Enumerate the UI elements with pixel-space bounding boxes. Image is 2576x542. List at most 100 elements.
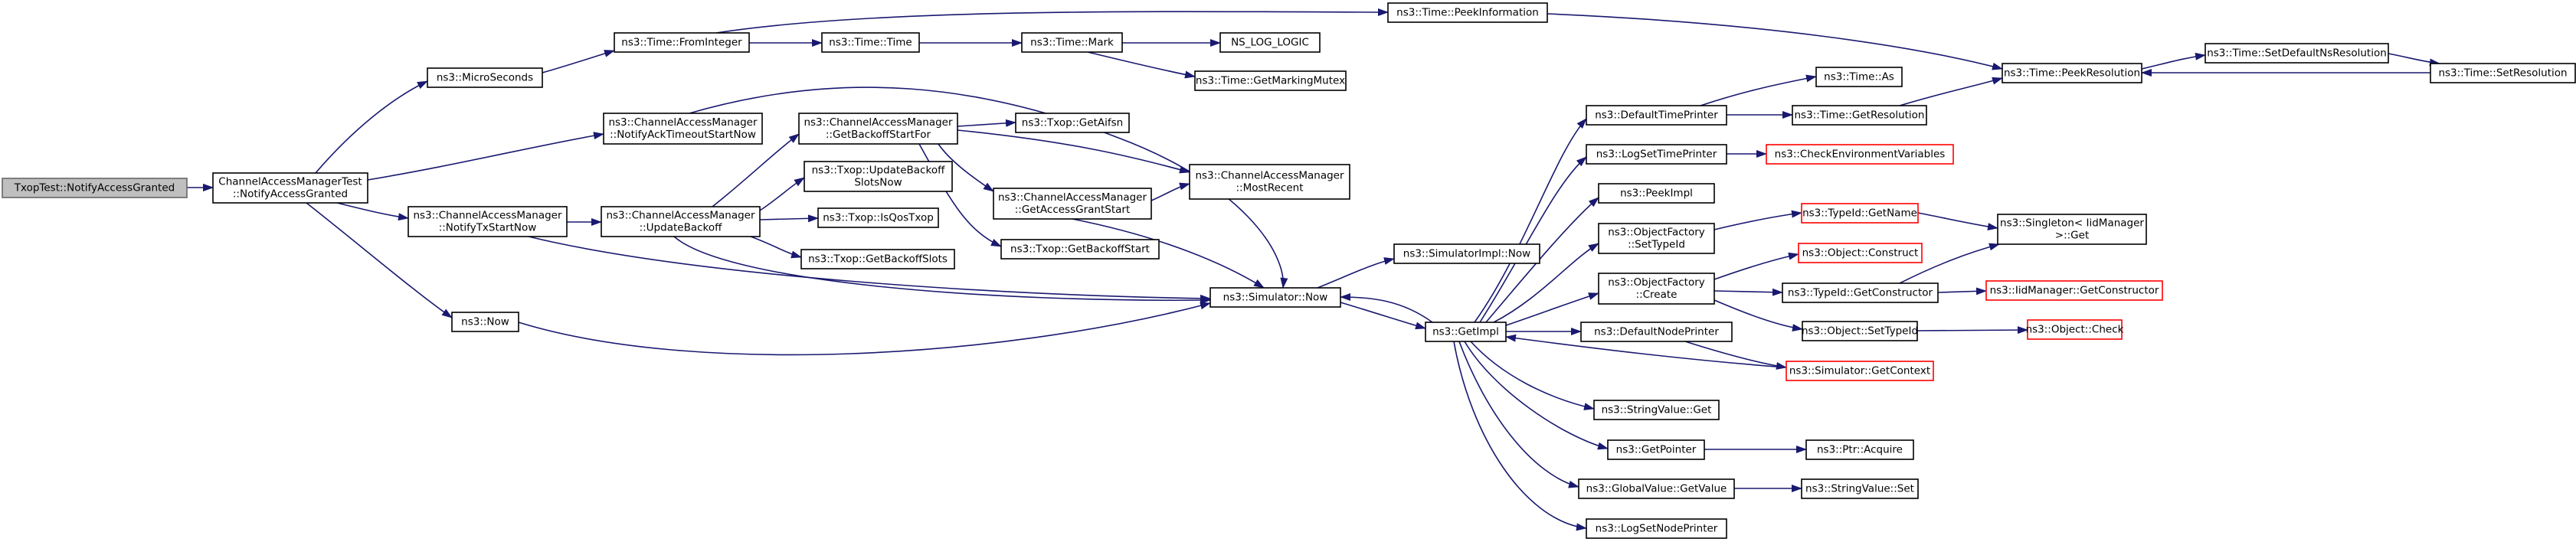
node-label: ns3::Time::PeekInformation [1396,7,1539,19]
node-simnow[interactable]: ns3::Simulator::Now [1209,287,1341,308]
call-edge-camt-to-txstart [336,202,409,221]
node-box [1015,113,1130,133]
call-edge-micro-to-fromint [542,50,615,73]
node-mark[interactable]: ns3::Time::Mark [1021,32,1123,53]
node-tidgetctor[interactable]: ns3::TypeId::GetConstructor [1782,282,1939,303]
node-aifsn[interactable]: ns3::Txop::GetAifsn [1015,113,1130,133]
node-timegetres[interactable]: ns3::Time::GetResolution [1792,105,1927,126]
node-label: ns3::StringValue::Set [1805,483,1914,495]
node-defnp[interactable]: ns3::DefaultNodePrinter [1580,322,1733,342]
node-label: ns3::DefaultTimePrinter [1595,109,1718,122]
node-peekinfo[interactable]: ns3::Time::PeekInformation [1387,2,1548,23]
node-mostrecent[interactable]: ns3::ChannelAccessManager::MostRecent [1189,164,1350,200]
node-label: ns3::LogSetTimePrinter [1596,149,1717,161]
node-label: ns3::Object::Construct [1802,247,1919,260]
node-gvget[interactable]: ns3::GlobalValue::GetValue [1578,478,1735,499]
node-ackto[interactable]: ns3::ChannelAccessManager::NotifyAckTime… [603,113,763,145]
node-label: ns3::Time::Mark [1030,37,1114,49]
node-label: ns3::TypeId::GetConstructor [1788,287,1933,299]
node-label: ns3::TypeId::GetName [1802,207,1917,220]
node-ofsettid[interactable]: ns3::ObjectFactory::SetTypeId [1598,223,1715,254]
node-getimpl[interactable]: ns3::GetImpl [1425,322,1507,342]
node-iidgetctor[interactable]: ns3::IidManager::GetConstructor [1985,280,2163,301]
node-box [1586,144,1727,165]
node-checkenv[interactable]: ns3::CheckEnvironmentVariables [1766,144,1954,165]
call-edge-simnow-to-getimpl [1340,302,1426,330]
node-box [1792,105,1927,126]
node-label: ChannelAccessManagerTest [218,176,362,188]
call-edge-getbsf-to-aifsn [957,119,1016,127]
node-box [614,32,750,53]
call-edge-updbo-to-simnow [673,236,1211,305]
call-edge-getimpl-to-gvget [1458,341,1579,488]
node-ofcreate[interactable]: ns3::ObjectFactory::Create [1598,273,1715,305]
node-logstp[interactable]: ns3::LogSetTimePrinter [1586,144,1727,165]
node-label: ::NotifyTxStartNow [439,222,537,234]
node-label: ns3::Ptr::Acquire [1817,444,1903,456]
node-box [821,32,920,53]
call-edge-tidgetname-to-singleton [1917,212,1998,230]
node-logsnp[interactable]: ns3::LogSetNodePrinter [1586,518,1727,539]
node-nslog[interactable]: NS_LOG_LOGIC [1219,32,1321,53]
call-edge-camt-to-ackto [367,132,604,181]
node-timeas[interactable]: ns3::Time::As [1815,67,1903,87]
node-deftp[interactable]: ns3::DefaultTimePrinter [1586,105,1727,126]
node-getbsf[interactable]: ns3::ChannelAccessManager::GetBackoffSta… [798,113,958,145]
call-edge-updbo-to-isqos [759,214,819,223]
node-box [1021,32,1123,53]
node-updbo[interactable]: ns3::ChannelAccessManager::UpdateBackoff [601,206,761,237]
node-box [1802,321,1918,341]
call-edge-getimpl-to-ofsettid [1493,243,1599,323]
node-simimplnow[interactable]: ns3::SimulatorImpl::Now [1393,243,1540,264]
node-label: ns3::ChannelAccessManager [1195,170,1344,182]
call-edge-getimpl-to-ofcreate [1505,292,1599,326]
node-ptracquire[interactable]: ns3::Ptr::Acquire [1805,439,1914,460]
call-edge-gags-to-simnow [1072,218,1265,289]
node-getbos[interactable]: ns3::Txop::GetBackoffSlots [800,249,955,269]
call-edge-ofcreate-to-tidgetctor [1714,288,1783,296]
node-setdefns[interactable]: ns3::Time::SetDefaultNsResolution [2204,43,2389,64]
node-setres[interactable]: ns3::Time::SetResolution [2430,63,2576,83]
node-root[interactable]: TxopTest::NotifyAccessGranted [2,178,188,198]
node-label: ns3::ChannelAccessManager [608,116,758,129]
node-box [1997,214,2147,245]
call-edge-simgetctx-to-getimpl [1505,334,1787,368]
call-edge-getimpl-to-simnow [1340,293,1433,323]
node-getbostart[interactable]: ns3::Txop::GetBackoffStart [1000,239,1160,260]
node-strvset[interactable]: ns3::StringValue::Set [1801,478,1919,499]
node-label: ::GetAccessGrantStart [1015,204,1130,216]
node-strvget[interactable]: ns3::StringValue::Get [1593,400,1720,420]
node-objsettid[interactable]: ns3::Object::SetTypeId [1802,321,1918,341]
node-camt[interactable]: ChannelAccessManagerTest::NotifyAccessGr… [212,172,368,204]
node-txstart[interactable]: ns3::ChannelAccessManager::NotifyTxStart… [408,206,568,237]
node-fromint[interactable]: ns3::Time::FromInteger [614,32,750,53]
call-edge-getbsf-to-gags [938,143,994,192]
node-box [1580,322,1733,342]
node-box [2204,43,2389,64]
node-simgetctx[interactable]: ns3::Simulator::GetContext [1786,361,1934,381]
node-getptr[interactable]: ns3::GetPointer [1607,439,1705,460]
node-now[interactable]: ns3::Now [451,312,519,332]
node-box [427,67,543,88]
node-singleton[interactable]: ns3::Singleton< IidManager>::Get [1997,214,2147,245]
node-box [2430,63,2576,83]
node-label: ns3::Txop::GetAifsn [1022,117,1123,129]
node-peekimpl[interactable]: ns3::PeekImpl [1598,183,1715,204]
node-label: >::Get [2055,230,2089,242]
node-objcheck[interactable]: ns3::Object::Check [2026,319,2124,340]
node-peekres[interactable]: ns3::Time::PeekResolution [2002,63,2142,83]
node-tidgetname[interactable]: ns3::TypeId::GetName [1801,203,1919,224]
node-label: ::Create [1636,289,1678,301]
node-box [1593,400,1720,420]
node-label: ns3::Time::PeekResolution [2004,67,2140,80]
node-markmutex[interactable]: ns3::Time::GetMarkingMutex [1194,70,1347,91]
call-edge-now-to-simnow [518,302,1211,356]
node-timetime[interactable]: ns3::Time::Time [821,32,920,53]
node-box [1209,287,1341,308]
node-micro[interactable]: ns3::MicroSeconds [427,67,543,88]
node-label: ns3::GetImpl [1432,326,1499,338]
node-isqos[interactable]: ns3::Txop::IsQosTxop [817,207,939,228]
node-gags[interactable]: ns3::ChannelAccessManager::GetAccessGran… [993,188,1152,220]
node-objconstruct[interactable]: ns3::Object::Construct [1798,243,1923,263]
